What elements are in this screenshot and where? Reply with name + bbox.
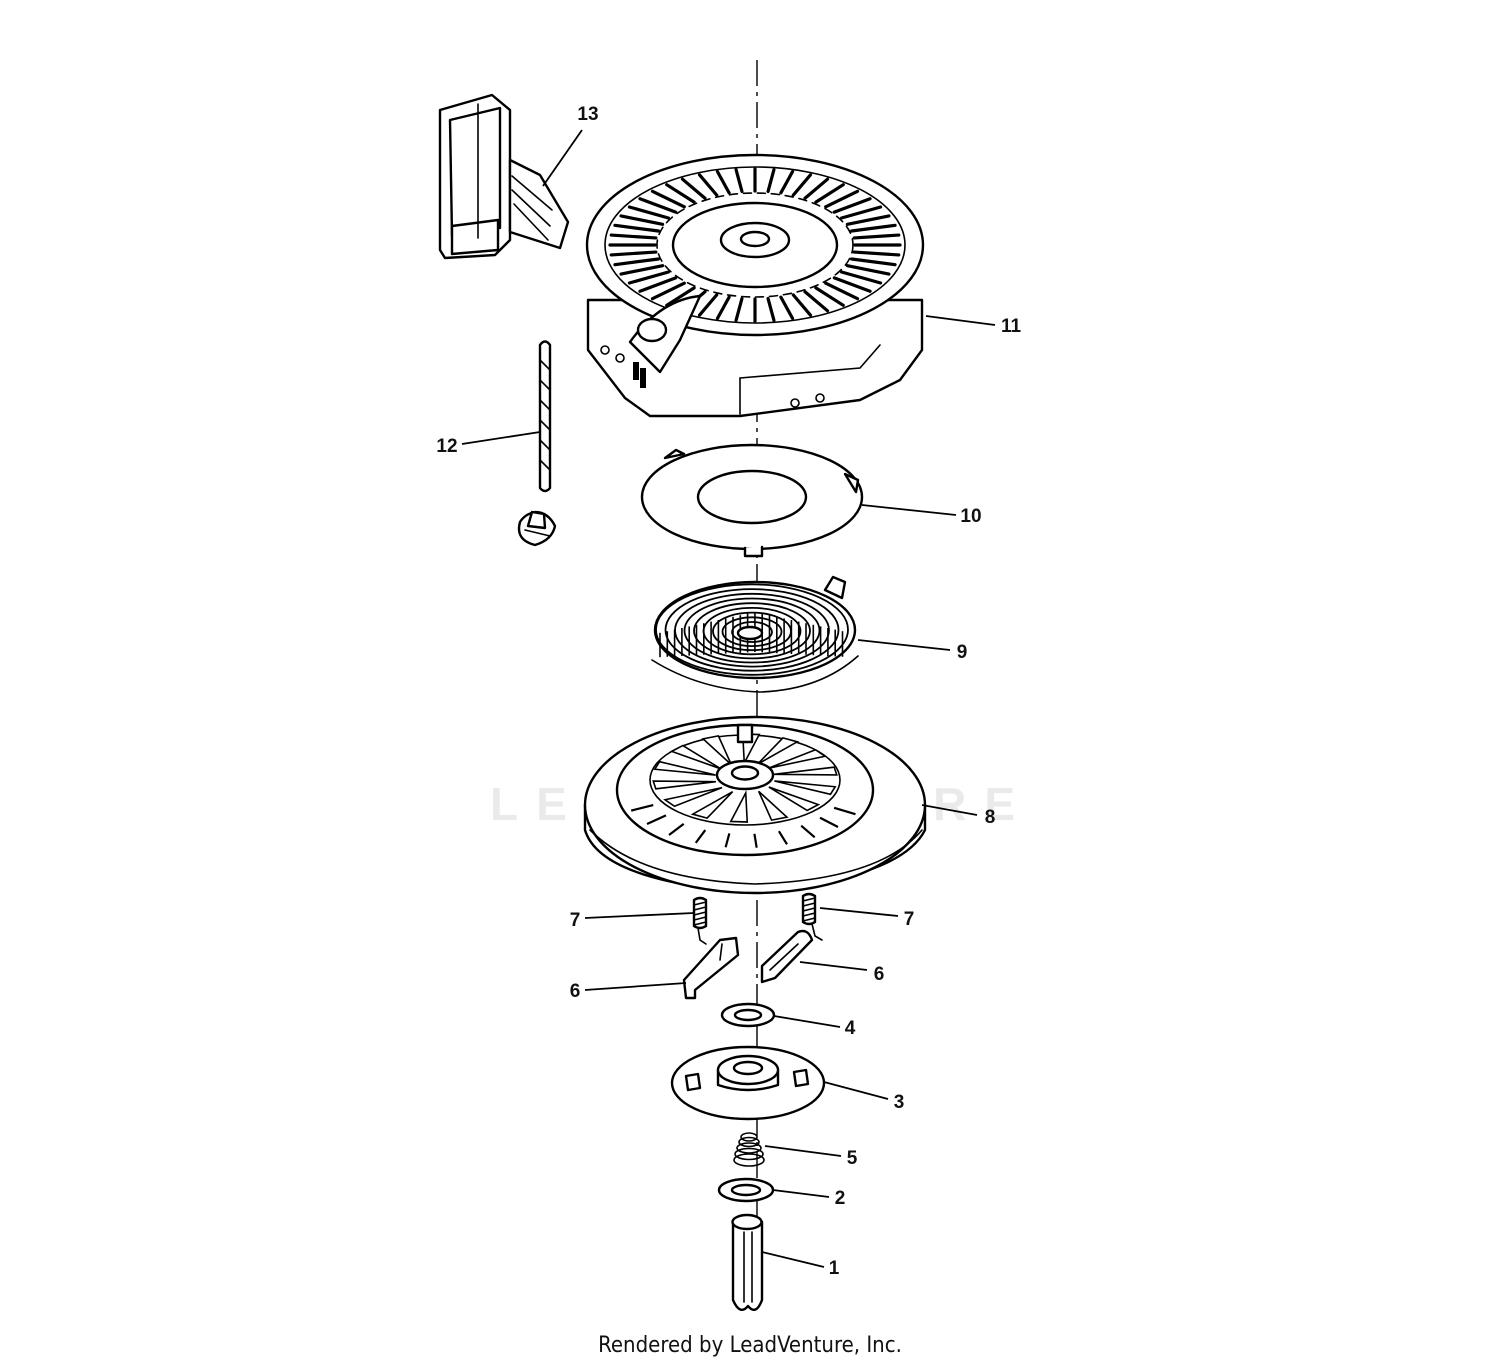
part-1-center-pin[interactable] <box>731 1213 764 1312</box>
part-2-washer[interactable] <box>717 1177 775 1203</box>
part-9-rewind-spring[interactable] <box>651 575 859 693</box>
part-3-retainer[interactable] <box>670 1045 826 1121</box>
callout-8: 8 <box>985 807 996 828</box>
part-7-pawl-spring-right[interactable] <box>801 892 823 941</box>
callout-4: 4 <box>845 1018 856 1039</box>
part-10-spring-cover[interactable] <box>640 443 864 558</box>
callout-7-left: 7 <box>570 910 581 931</box>
part-13-starter-handle[interactable] <box>438 93 570 260</box>
spring-coils <box>655 583 849 676</box>
callout-9: 9 <box>957 642 968 663</box>
part-6-pawl-left[interactable] <box>682 936 740 1000</box>
callout-13: 13 <box>577 104 598 125</box>
pulley-spokes <box>630 733 856 848</box>
part-8-pulley[interactable] <box>583 715 927 895</box>
callout-6-right: 6 <box>874 964 885 985</box>
callout-3: 3 <box>894 1092 905 1113</box>
rope-clip <box>517 510 557 547</box>
callout-2: 2 <box>835 1188 846 1209</box>
callout-12: 12 <box>436 436 457 457</box>
part-4-washer[interactable] <box>720 1002 776 1028</box>
callout-11: 11 <box>1001 316 1022 337</box>
part-6-pawl-right[interactable] <box>760 929 814 984</box>
callout-1: 1 <box>829 1258 840 1279</box>
part-11-starter-housing[interactable] <box>585 153 925 418</box>
part-5-spring[interactable] <box>733 1132 765 1167</box>
part-7-pawl-spring-left[interactable] <box>692 896 708 945</box>
callout-6-left: 6 <box>570 981 581 1002</box>
leader-lines <box>461 129 996 1268</box>
callout-7-right: 7 <box>904 909 915 930</box>
part-12-starter-rope[interactable] <box>517 340 557 547</box>
rendered-by-footer: Rendered by LeadVenture, Inc. <box>598 1333 902 1358</box>
callout-10: 10 <box>960 506 981 527</box>
callout-5: 5 <box>847 1148 858 1169</box>
